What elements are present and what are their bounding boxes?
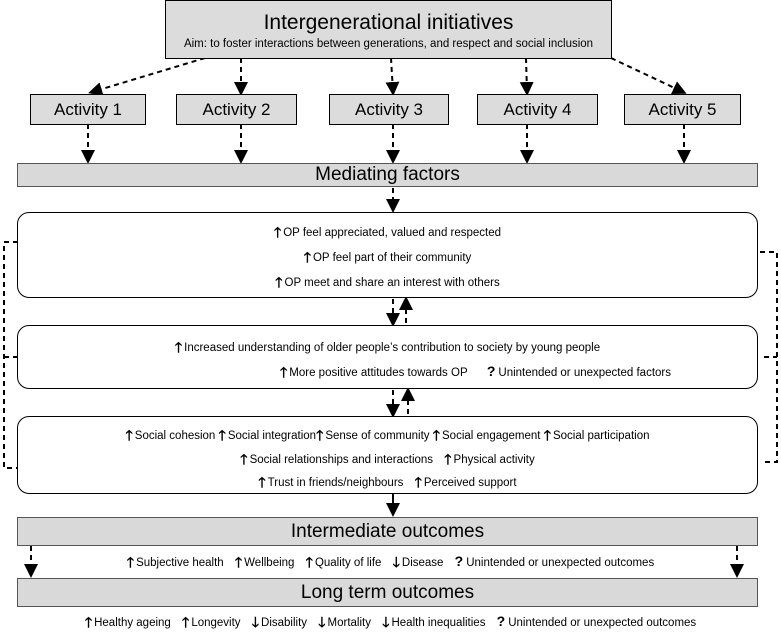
box1-line-2: 🡑OP feel part of their community (303, 249, 472, 265)
up-arrow-icon: 🡑 (273, 224, 282, 240)
mediating-box-1: 🡑OP feel appreciated, valued and respect… (17, 212, 758, 298)
up-arrow-icon: 🡑 (234, 554, 243, 570)
question-icon: ? (454, 553, 464, 569)
long-term-outcomes-bar: Long term outcomes (17, 578, 758, 607)
box1-line-1: 🡑OP feel appreciated, valued and respect… (273, 224, 502, 240)
arrow-header-to-activity-4 (519, 57, 534, 96)
box2-line-2: 🡑More positive attitudes towards OP ?Uni… (280, 363, 672, 380)
activity-4-label: Activity 4 (503, 99, 572, 119)
down-arrow-icon: 🡓 (251, 614, 260, 630)
box3-line-1: 🡑Social cohesion 🡑Social integration🡑Sen… (125, 427, 650, 443)
up-arrow-icon: 🡑 (444, 451, 452, 467)
up-arrow-icon: 🡑 (275, 274, 283, 290)
question-icon: ? (486, 363, 496, 379)
mediating-box-2: 🡑Increased understanding of older people… (17, 325, 758, 389)
activity-2-label: Activity 2 (202, 99, 271, 119)
intermediate-items-row: 🡑Subjective health 🡑Wellbeing 🡑Quality o… (126, 553, 655, 570)
intermediate-outcomes-bar: Intermediate outcomes (17, 517, 758, 546)
header-aim: Aim: to foster interactions between gene… (183, 38, 594, 50)
box2-line-1: 🡑Increased understanding of older people… (174, 339, 601, 355)
up-arrow-icon: 🡑 (316, 427, 324, 443)
long-term-items-row: 🡑Healthy ageing 🡑Longevity 🡓Disability 🡓… (84, 613, 697, 630)
box1-line-3: 🡑OP meet and share an interest with othe… (275, 274, 500, 290)
up-arrow-icon: 🡑 (182, 614, 190, 630)
up-arrow-icon: 🡑 (84, 614, 93, 630)
mediating-factors-bar: Mediating factors (17, 163, 758, 187)
activity-5-label: Activity 5 (648, 99, 717, 119)
activity-4-box: Activity 4 (477, 94, 598, 125)
down-arrow-icon: 🡓 (392, 554, 400, 570)
up-arrow-icon: 🡑 (218, 427, 226, 443)
activity-1-box: Activity 1 (30, 94, 146, 125)
up-arrow-icon: 🡑 (280, 364, 288, 380)
activity-5-box: Activity 5 (624, 94, 741, 125)
activity-3-box: Activity 3 (329, 94, 449, 125)
header-box: Intergenerational initiatives Aim: to fo… (165, 0, 612, 59)
left-bracket (3, 241, 18, 469)
arrow-header-to-activity-3 (385, 57, 400, 96)
intermediate-outcomes-label: Intermediate outcomes (290, 520, 485, 542)
down-arrow-icon: 🡓 (318, 614, 326, 630)
activity-1-label: Activity 1 (53, 99, 123, 119)
up-arrow-icon: 🡑 (126, 554, 135, 570)
down-arrow-icon: 🡓 (382, 614, 390, 630)
header-title: Intergenerational initiatives (263, 11, 514, 34)
arrow-header-to-activity-1 (88, 57, 206, 96)
question-icon: ? (496, 613, 506, 629)
mediating-box-3: 🡑Social cohesion 🡑Social integration🡑Sen… (17, 416, 758, 494)
box3-line-2: 🡑Social relationships and interactions 🡑… (240, 451, 535, 467)
up-arrow-icon: 🡑 (414, 474, 422, 490)
box3-line-3: 🡑Trust in friends/neighbours 🡑Perceived … (258, 474, 517, 490)
up-arrow-icon: 🡑 (258, 474, 266, 490)
up-arrow-icon: 🡑 (174, 339, 183, 355)
arrow-header-to-activity-5 (610, 57, 687, 95)
up-arrow-icon: 🡑 (125, 427, 133, 443)
up-arrow-icon: 🡑 (432, 427, 441, 443)
activity-2-box: Activity 2 (176, 94, 297, 125)
activity-3-label: Activity 3 (354, 99, 424, 119)
up-arrow-icon: 🡑 (240, 451, 248, 467)
up-arrow-icon: 🡑 (303, 249, 311, 265)
long-term-outcomes-label: Long term outcomes (300, 581, 475, 603)
mediating-factors-label: Mediating factors (315, 164, 460, 185)
up-arrow-icon: 🡑 (305, 554, 313, 570)
up-arrow-icon: 🡑 (543, 427, 551, 443)
